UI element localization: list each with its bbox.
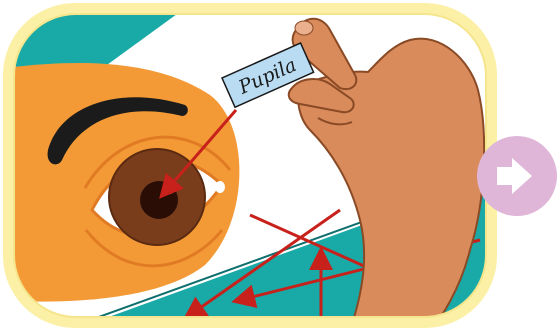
thumbnail xyxy=(295,21,313,35)
pupil xyxy=(140,181,178,219)
next-button[interactable] xyxy=(477,136,557,216)
tear-duct xyxy=(215,181,225,193)
